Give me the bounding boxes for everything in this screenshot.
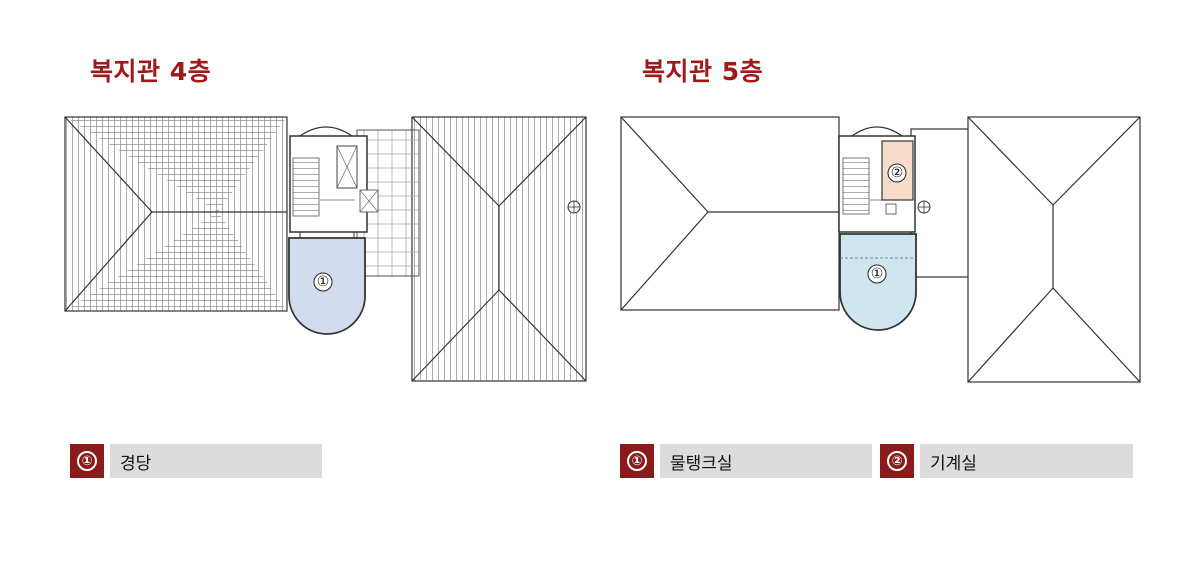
floor5-legend-item-2: ② 기계실 bbox=[880, 444, 1133, 478]
floor4-room-1[interactable]: ① bbox=[288, 232, 366, 335]
legend-label-water-tank-room: 물탱크실 bbox=[660, 444, 872, 478]
floor5-legend-item-1: ① 물탱크실 bbox=[620, 444, 872, 478]
floor4-legend-item-1: ① 경당 bbox=[70, 444, 322, 478]
floor4-core bbox=[289, 126, 379, 233]
floor5-room-1-marker: ① bbox=[871, 266, 884, 282]
legend-number-badge: ② bbox=[880, 444, 914, 478]
floor4-room-1-marker: ① bbox=[317, 274, 330, 290]
legend-number-badge: ① bbox=[620, 444, 654, 478]
floor5-room-2-marker: ② bbox=[891, 165, 904, 181]
floor4-left-roof bbox=[64, 116, 288, 312]
legend-label-machine-room: 기계실 bbox=[920, 444, 1133, 478]
floor4-plan: ① bbox=[64, 116, 587, 382]
legend-number-badge: ① bbox=[70, 444, 104, 478]
floor5-right-roof bbox=[917, 116, 1141, 383]
floor5-title: 복지관 5층 bbox=[642, 57, 764, 86]
floor4-title: 복지관 4층 bbox=[90, 57, 212, 86]
floor5-room-1[interactable]: ① bbox=[839, 233, 917, 331]
floor5-left-roof bbox=[620, 116, 840, 311]
legend-label-chapel: 경당 bbox=[110, 444, 322, 478]
floor5-plan: ② ① bbox=[620, 116, 1141, 383]
floor4-right-roof bbox=[411, 116, 587, 382]
floor5-room-2[interactable]: ② bbox=[881, 140, 914, 201]
